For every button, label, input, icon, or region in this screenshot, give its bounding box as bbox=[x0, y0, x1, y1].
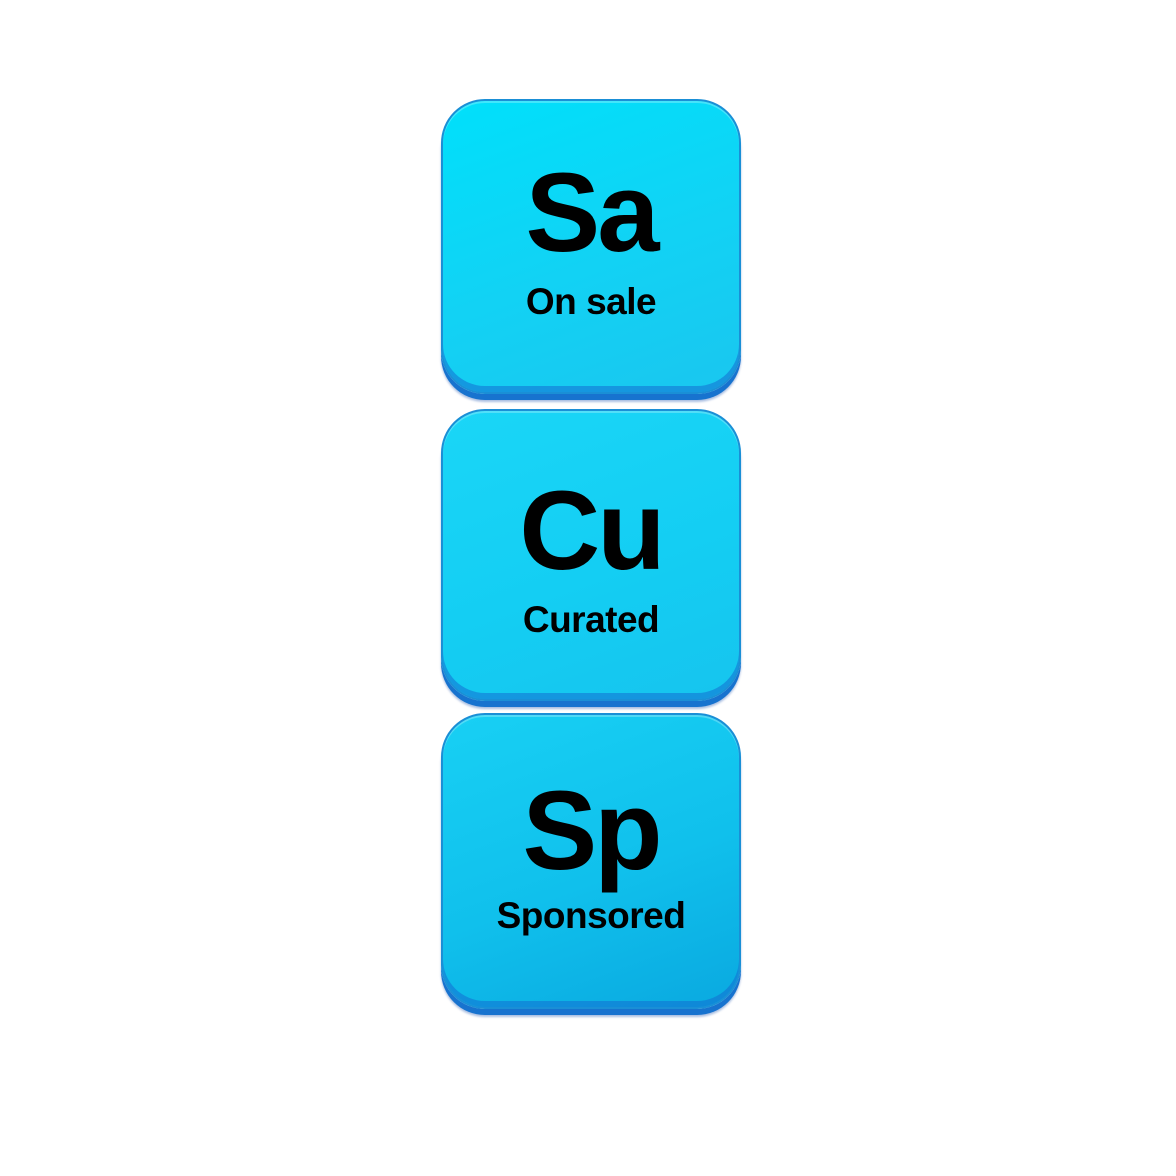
tile-label: Sponsored bbox=[496, 895, 686, 936]
tile-symbol: Cu bbox=[519, 468, 665, 593]
tile-symbol: Sp bbox=[522, 768, 662, 893]
tile-curated: Cu Curated bbox=[441, 409, 741, 701]
tile-label: On sale bbox=[525, 281, 657, 322]
tile-sponsored: Sp Sponsored bbox=[441, 713, 741, 1009]
tile-on-sale: Sa On sale bbox=[441, 99, 741, 394]
tile-symbol: Sa bbox=[525, 150, 660, 275]
tile-label: Curated bbox=[522, 599, 660, 640]
